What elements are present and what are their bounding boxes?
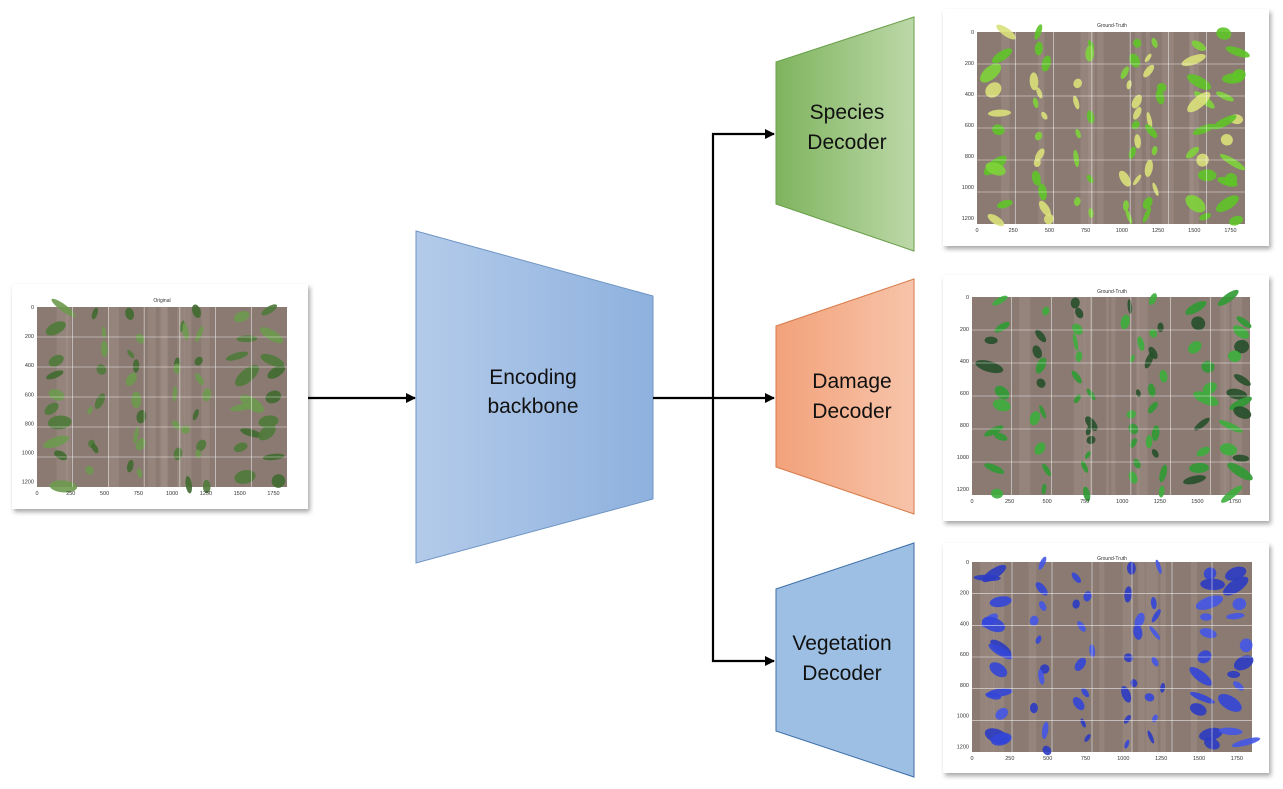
y-tick-label: 400 [965,92,974,98]
x-tick-label: 1250 [1155,756,1167,762]
x-tick-label: 0 [35,491,38,497]
damage-decoder-label-line2: Decoder [812,400,891,423]
x-tick-label: 250 [1009,228,1018,234]
input-plot-title: Original [153,298,170,304]
y-tick-label: 1200 [962,216,974,222]
y-tick-label: 0 [971,30,974,36]
vegetation-plot-title: Ground-Truth [1097,556,1127,562]
y-tick-label: 0 [966,560,969,566]
x-tick-label: 1500 [234,491,246,497]
x-tick-label: 1250 [1154,499,1166,505]
x-tick-label: 1250 [1152,228,1164,234]
x-tick-label: 1000 [166,491,178,497]
x-tick-label: 1000 [1116,499,1128,505]
x-tick-label: 1250 [200,491,212,497]
branch-connectors [653,129,775,666]
x-tick-label: 250 [1005,756,1014,762]
x-tick-label: 250 [1005,499,1014,505]
vegetation-decoder-label-line1: Vegetation [792,632,891,655]
x-tick-label: 1000 [1117,756,1129,762]
y-tick-label: 400 [960,359,969,365]
y-tick-label: 200 [25,334,34,340]
x-tick-label: 500 [1043,756,1052,762]
x-tick-label: 750 [1081,756,1090,762]
y-tick-label: 1000 [22,451,34,457]
y-tick-label: 1200 [957,744,969,750]
x-tick-label: 1750 [1224,228,1236,234]
species-decoder: Species Decoder [775,16,915,252]
y-tick-label: 200 [960,327,969,333]
x-tick-label: 0 [975,228,978,234]
x-tick-label: 0 [970,756,973,762]
x-tick-label: 500 [100,491,109,497]
y-tick-label: 400 [960,621,969,627]
arrow-to-species-decoder [711,129,775,398]
y-tick-label: 800 [960,423,969,429]
vegetation-decoder: Vegetation Decoder [775,542,915,778]
y-tick-label: 600 [960,391,969,397]
species-decoder-label-line1: Species [810,101,885,124]
x-tick-label: 750 [134,491,143,497]
species-plot-title: Ground-Truth [1097,23,1127,29]
y-tick-label: 1000 [957,455,969,461]
vegetation-decoder-label-line2: Decoder [802,662,881,685]
y-tick-label: 600 [965,123,974,129]
x-tick-label: 1500 [1188,228,1200,234]
y-tick-label: 1000 [957,714,969,720]
y-tick-label: 1200 [22,480,34,486]
y-tick-label: 600 [25,392,34,398]
damage-decoder-label-line1: Damage [812,370,891,393]
x-tick-label: 1750 [1229,499,1241,505]
x-tick-label: 1750 [267,491,279,497]
x-tick-label: 1500 [1191,499,1203,505]
y-tick-label: 200 [960,591,969,597]
encoder-label-line1: Encoding [489,366,577,389]
damage-plot-title: Ground-Truth [1097,289,1127,295]
y-tick-label: 200 [965,61,974,67]
x-tick-label: 0 [970,499,973,505]
x-tick-label: 1000 [1116,228,1128,234]
y-tick-label: 400 [25,363,34,369]
y-tick-label: 0 [966,295,969,301]
x-tick-label: 750 [1080,499,1089,505]
arrow-to-vegetation-decoder [711,398,775,666]
x-tick-label: 1500 [1193,756,1205,762]
y-tick-label: 800 [960,683,969,689]
x-tick-label: 500 [1045,228,1054,234]
damage-decoder: Damage Decoder [775,278,915,515]
species-decoder-label-line2: Decoder [807,131,886,154]
encoder-label-line2: backbone [487,395,578,418]
y-tick-label: 1000 [962,185,974,191]
y-tick-label: 600 [960,652,969,658]
x-tick-label: 1750 [1231,756,1243,762]
y-tick-label: 800 [965,154,974,160]
x-tick-label: 250 [66,491,75,497]
y-tick-label: 0 [31,305,34,311]
x-tick-label: 500 [1043,499,1052,505]
x-tick-label: 750 [1081,228,1090,234]
encoder-block: Encoding backbone [415,230,654,564]
y-tick-label: 1200 [957,487,969,493]
y-tick-label: 800 [25,421,34,427]
